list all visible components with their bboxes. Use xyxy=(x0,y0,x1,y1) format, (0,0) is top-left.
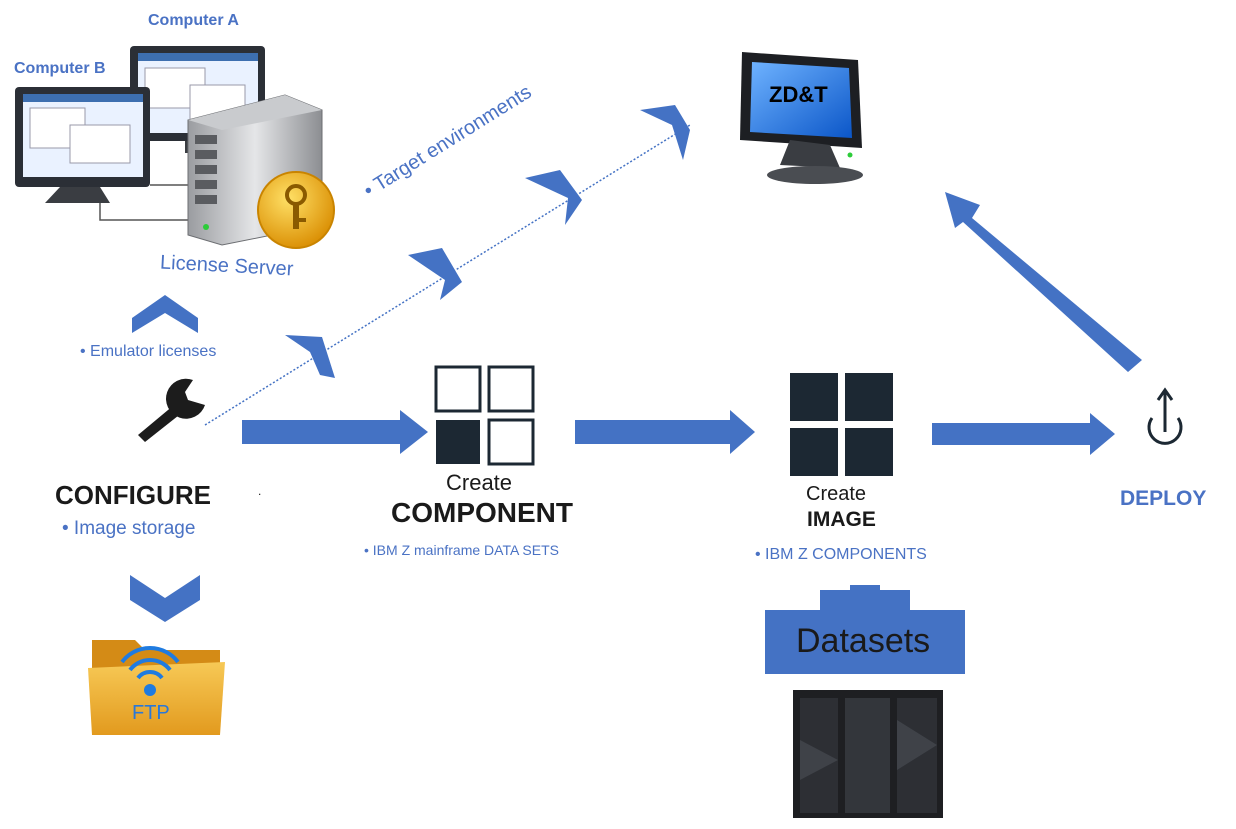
monitor-icon xyxy=(740,52,863,184)
deploy-title: DEPLOY xyxy=(1120,487,1207,510)
ftp-label: FTP xyxy=(132,702,170,724)
computer-b-label: Computer B xyxy=(14,60,106,77)
key-icon xyxy=(257,171,335,249)
image-grid-icon xyxy=(790,373,893,476)
arrow-image-to-deploy xyxy=(932,413,1115,455)
arrow-deploy-to-target xyxy=(945,192,1142,372)
computer-a-label: Computer A xyxy=(148,12,239,29)
component-bullet: • IBM Z mainframe DATA SETS xyxy=(364,542,559,558)
emulator-licenses-label: • Emulator licenses xyxy=(80,343,217,360)
chevron-arrow-4 xyxy=(640,105,690,160)
zdt-label: ZD&T xyxy=(769,82,828,107)
network-lines xyxy=(99,184,200,221)
arrow-component-to-image xyxy=(575,410,755,454)
component-grid-icon xyxy=(434,365,535,466)
chevron-arrow-2 xyxy=(408,248,462,300)
image-title: IMAGE xyxy=(807,508,876,531)
datasets-arrow-head xyxy=(820,585,910,610)
component-create-label: Create xyxy=(446,470,513,495)
power-icon xyxy=(1147,387,1183,445)
mainframe-icon xyxy=(793,690,943,818)
down-chevron-arrow xyxy=(130,575,200,622)
configure-title: CONFIGURE xyxy=(55,480,211,510)
arrow-configure-to-component xyxy=(242,410,428,454)
computer-b-icon xyxy=(15,87,150,203)
up-chevron-arrow xyxy=(132,295,198,333)
image-create-label: Create xyxy=(806,483,867,505)
chevron-arrow-3 xyxy=(525,170,582,225)
component-title: COMPONENT xyxy=(391,497,573,528)
ftp-folder-icon xyxy=(88,640,225,735)
configure-dot: . xyxy=(258,484,262,498)
datasets-box xyxy=(765,610,965,674)
wrench-icon xyxy=(138,378,205,442)
image-bullet: • IBM Z COMPONENTS xyxy=(755,546,927,563)
image-storage-label: • Image storage xyxy=(62,518,196,539)
chevron-arrow-1 xyxy=(285,335,335,378)
datasets-label: Datasets xyxy=(796,622,931,660)
